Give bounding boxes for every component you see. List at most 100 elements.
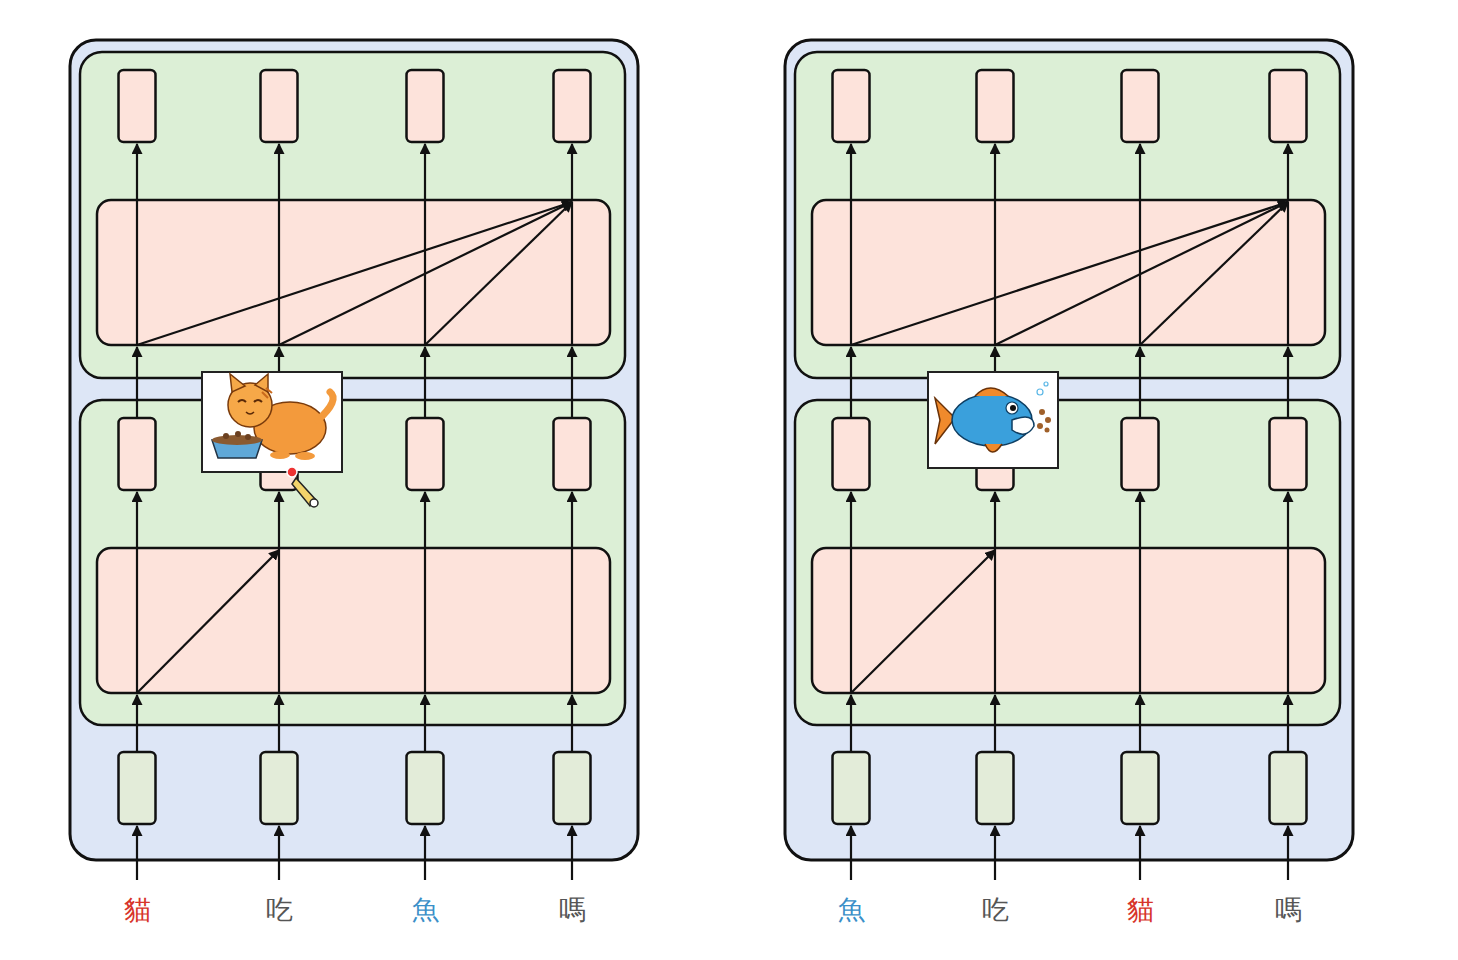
- output-vector: [554, 70, 591, 142]
- input-vector: [407, 752, 444, 824]
- flow-arrow: [136, 347, 138, 418]
- flow-arrow: [1139, 695, 1141, 752]
- layer-block: [80, 400, 625, 725]
- flow-arrow: [850, 144, 852, 200]
- model-frame: [70, 40, 638, 860]
- flow-arrow: [994, 695, 996, 752]
- flow-arrow: [995, 202, 1288, 345]
- flow-arrow: [850, 826, 852, 880]
- input-vector: [261, 752, 298, 824]
- flow-line: [1139, 548, 1141, 693]
- flow-arrow: [424, 826, 426, 880]
- flow-arrow: [137, 202, 572, 345]
- flow-arrow: [1139, 492, 1141, 548]
- output-vector: [977, 70, 1014, 142]
- flow-line: [278, 548, 280, 693]
- flow-arrow: [424, 492, 426, 548]
- flow-arrow: [850, 347, 852, 418]
- flow-arrow: [994, 144, 996, 200]
- flow-arrow: [1140, 202, 1288, 345]
- attention-box: [812, 548, 1325, 693]
- output-vector: [119, 70, 156, 142]
- hidden-vector: [1270, 418, 1307, 490]
- input-token: 魚: [838, 894, 865, 926]
- hidden-vector: [407, 418, 444, 490]
- flow-arrow: [278, 492, 280, 548]
- output-vector: [833, 70, 870, 142]
- attention-box: [97, 548, 610, 693]
- flow-line: [850, 548, 852, 693]
- flow-arrow: [851, 202, 1288, 345]
- input-vector: [554, 752, 591, 824]
- flow-arrow: [1287, 492, 1289, 548]
- hidden-vector: [554, 418, 591, 490]
- input-token: 吃: [266, 894, 293, 926]
- flow-arrow: [851, 550, 995, 693]
- flow-arrow: [1287, 695, 1289, 752]
- output-vector: [1122, 70, 1159, 142]
- flow-arrow: [571, 826, 573, 880]
- output-vector: [261, 70, 298, 142]
- input-token: 嗎: [559, 894, 586, 926]
- flow-line: [424, 548, 426, 693]
- flow-line: [1287, 548, 1289, 693]
- input-token: 嗎: [1275, 894, 1302, 926]
- flow-arrow: [278, 695, 280, 752]
- attention-box: [812, 200, 1325, 345]
- flow-line: [994, 200, 996, 345]
- flow-arrow: [1139, 347, 1141, 418]
- input-vector: [833, 752, 870, 824]
- input-vector: [1122, 752, 1159, 824]
- flow-line: [571, 548, 573, 693]
- flow-arrow: [136, 144, 138, 200]
- flow-arrow: [994, 492, 996, 548]
- input-token: 貓: [124, 894, 151, 926]
- flow-line: [571, 202, 573, 345]
- flow-line: [850, 200, 852, 345]
- flow-arrow: [1287, 144, 1289, 200]
- flow-line: [1287, 202, 1289, 345]
- input-token: 貓: [1127, 894, 1154, 926]
- hidden-vector: [119, 418, 156, 490]
- input-vector: [977, 752, 1014, 824]
- flow-line: [136, 200, 138, 345]
- input-token: 吃: [982, 894, 1009, 926]
- flow-arrow: [1139, 144, 1141, 200]
- pen-cursor: [287, 467, 318, 507]
- input-token: 魚: [412, 894, 439, 926]
- flow-arrow: [994, 826, 996, 880]
- flow-arrow: [424, 347, 426, 418]
- flow-line: [278, 200, 280, 345]
- flow-line: [424, 200, 426, 345]
- model-frame: [785, 40, 1353, 860]
- flow-arrow: [1139, 826, 1141, 880]
- flow-arrow: [137, 550, 279, 693]
- hidden-vector: [1122, 418, 1159, 490]
- flow-arrow: [424, 695, 426, 752]
- layer-block: [795, 52, 1340, 378]
- flow-arrow: [571, 347, 573, 418]
- flow-arrow: [571, 492, 573, 548]
- flow-arrow: [1287, 347, 1289, 418]
- output-vector: [1270, 70, 1307, 142]
- flow-arrow: [1287, 826, 1289, 880]
- flow-arrow: [278, 144, 280, 200]
- layer-block: [795, 400, 1340, 725]
- flow-arrow: [850, 492, 852, 548]
- flow-arrow: [571, 695, 573, 752]
- attention-box: [97, 200, 610, 345]
- flow-arrow: [571, 144, 573, 200]
- hidden-vector: [833, 418, 870, 490]
- flow-arrow: [278, 826, 280, 880]
- flow-line: [136, 548, 138, 693]
- layer-block: [80, 52, 625, 378]
- flow-arrow: [136, 492, 138, 548]
- flow-line: [1139, 200, 1141, 345]
- output-vector: [407, 70, 444, 142]
- flow-arrow: [850, 695, 852, 752]
- input-vector: [119, 752, 156, 824]
- flow-arrow: [136, 826, 138, 880]
- fish-picture: [928, 372, 1058, 468]
- flow-arrow: [136, 695, 138, 752]
